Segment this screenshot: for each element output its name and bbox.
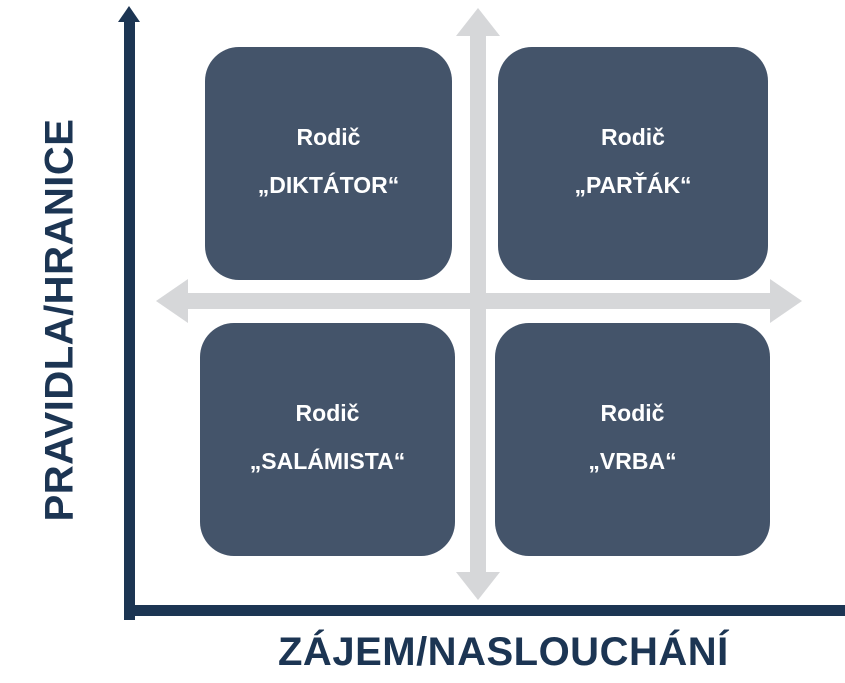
quadrant-vrba-name: „VRBA“ bbox=[588, 447, 677, 474]
quadrant-partak-name: „PARŤÁK“ bbox=[574, 171, 692, 198]
y-axis-arrowhead bbox=[118, 6, 140, 22]
guide-arrowhead-down bbox=[456, 572, 500, 600]
quadrant-partak-title: Rodič bbox=[601, 123, 665, 150]
x-axis-line bbox=[124, 605, 845, 616]
quadrant-vrba-title: Rodič bbox=[600, 399, 665, 426]
guide-arrowhead-up bbox=[456, 8, 500, 36]
horizontal-guide-arrow bbox=[182, 293, 784, 309]
quadrant-partak: Rodič „PARŤÁK“ bbox=[498, 47, 768, 280]
quadrant-dictator-name: „DIKTÁTOR“ bbox=[257, 171, 400, 198]
guide-arrowhead-left bbox=[156, 279, 188, 323]
quadrant-vrba: Rodič „VRBA“ bbox=[495, 323, 770, 556]
quadrant-salamista-title: Rodič bbox=[295, 399, 360, 426]
quadrant-dictator: Rodič „DIKTÁTOR“ bbox=[205, 47, 452, 280]
quadrant-salamista-name: „SALÁMISTA“ bbox=[249, 447, 406, 474]
guide-arrowhead-right bbox=[770, 279, 802, 323]
quadrant-salamista: Rodič „SALÁMISTA“ bbox=[200, 323, 455, 556]
y-axis-line bbox=[124, 20, 135, 620]
quadrant-dictator-title: Rodič bbox=[296, 123, 361, 150]
y-axis-label: PRAVIDLA/HRANICE bbox=[37, 118, 82, 522]
x-axis-label: ZÁJEM/NASLOUCHÁNÍ bbox=[278, 630, 729, 674]
